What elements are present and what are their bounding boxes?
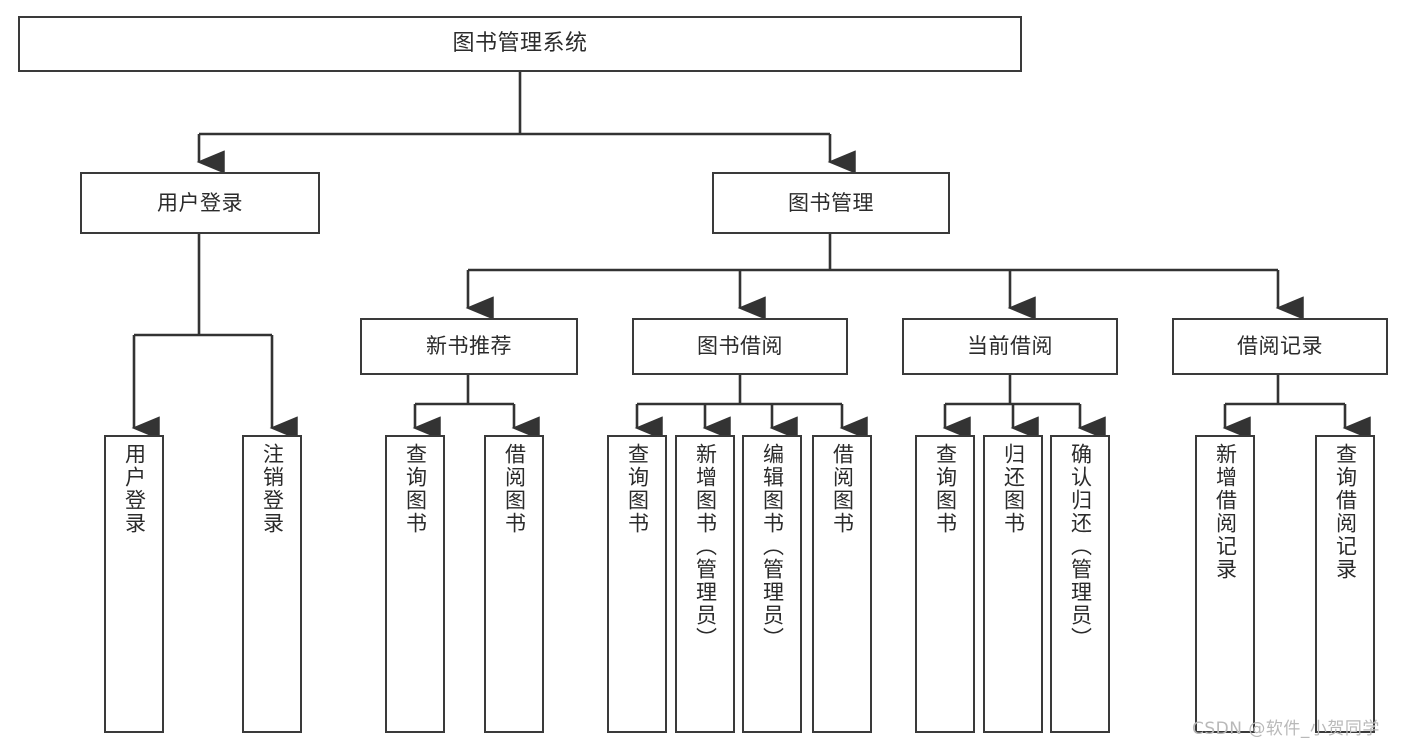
node-label: 借阅图书 — [830, 443, 855, 535]
node-label: 查询图书 — [403, 443, 428, 535]
node-label: 查询图书 — [625, 443, 650, 535]
node-label: 借阅图书 — [502, 443, 527, 535]
node-label: 当前借阅 — [967, 334, 1053, 359]
node-label: 确认归还（管理员） — [1068, 443, 1093, 650]
leaf-return-book[interactable]: 归还图书 — [983, 435, 1043, 733]
leaf-borrow-book-recommend[interactable]: 借阅图书 — [484, 435, 544, 733]
node-label: 图书管理系统 — [452, 31, 588, 57]
node-new-book-recommend[interactable]: 新书推荐 — [360, 318, 578, 375]
node-label: 注销登录 — [260, 443, 285, 535]
node-current-borrow[interactable]: 当前借阅 — [902, 318, 1118, 375]
leaf-logout[interactable]: 注销登录 — [242, 435, 302, 733]
leaf-query-book-borrow[interactable]: 查询图书 — [607, 435, 667, 733]
leaf-confirm-return-admin[interactable]: 确认归还（管理员） — [1050, 435, 1110, 733]
leaf-query-book-current[interactable]: 查询图书 — [915, 435, 975, 733]
csdn-watermark: CSDN @软件_小贺同学 — [1192, 719, 1380, 739]
node-label: 图书借阅 — [697, 334, 783, 359]
node-label: 用户登录 — [157, 190, 243, 215]
node-root-system[interactable]: 图书管理系统 — [18, 16, 1022, 72]
leaf-query-borrow-record[interactable]: 查询借阅记录 — [1315, 435, 1375, 733]
node-user-login[interactable]: 用户登录 — [80, 172, 320, 234]
leaf-add-book-admin[interactable]: 新增图书（管理员） — [675, 435, 735, 733]
node-label: 归还图书 — [1001, 443, 1026, 535]
node-label: 新书推荐 — [426, 334, 512, 359]
leaf-borrow-book[interactable]: 借阅图书 — [812, 435, 872, 733]
node-label: 新增图书（管理员） — [693, 443, 718, 650]
node-label: 查询图书 — [933, 443, 958, 535]
node-borrow-records[interactable]: 借阅记录 — [1172, 318, 1388, 375]
leaf-add-borrow-record[interactable]: 新增借阅记录 — [1195, 435, 1255, 733]
leaf-query-book-recommend[interactable]: 查询图书 — [385, 435, 445, 733]
node-label: 用户登录 — [122, 443, 147, 535]
node-label: 编辑图书（管理员） — [760, 443, 785, 650]
leaf-edit-book-admin[interactable]: 编辑图书（管理员） — [742, 435, 802, 733]
node-label: 新增借阅记录 — [1213, 443, 1238, 581]
node-book-borrow[interactable]: 图书借阅 — [632, 318, 848, 375]
leaf-user-login[interactable]: 用户登录 — [104, 435, 164, 733]
node-label: 图书管理 — [788, 190, 874, 215]
node-book-management[interactable]: 图书管理 — [712, 172, 950, 234]
node-label: 借阅记录 — [1237, 334, 1323, 359]
node-label: 查询借阅记录 — [1333, 443, 1358, 581]
